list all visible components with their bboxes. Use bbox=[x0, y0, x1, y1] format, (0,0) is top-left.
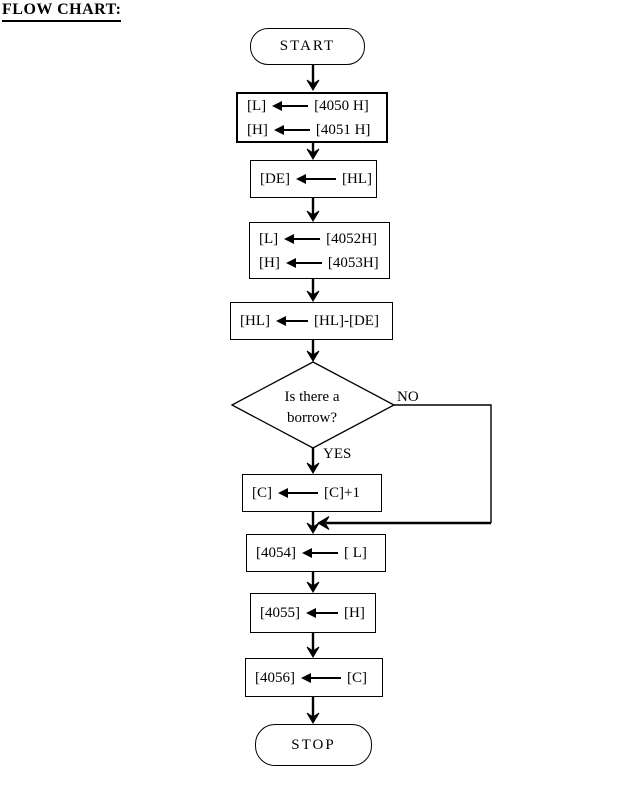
assignment-row: [DE] [HL] bbox=[260, 167, 376, 191]
arrow-de-to-load2 bbox=[306, 198, 320, 222]
operand-dest: [L] bbox=[247, 97, 267, 114]
assignment-row: [4054] [ L] bbox=[256, 541, 385, 565]
assignment-row: [4055] [H] bbox=[260, 601, 375, 625]
decision-question: Is there a borrow? bbox=[232, 387, 392, 429]
assignment-row: [L] [4052H] bbox=[259, 227, 389, 251]
stop-label: STOP bbox=[291, 736, 336, 753]
arrow-yes-to-increment bbox=[306, 448, 320, 474]
left-arrow-icon bbox=[285, 257, 322, 268]
assignment-row: [L] [4050 H] bbox=[247, 94, 386, 118]
process-box-de-from-hl: [DE] [HL] bbox=[250, 160, 377, 198]
left-arrow-icon bbox=[278, 488, 318, 498]
operand-src: [H] bbox=[344, 605, 365, 621]
operand-src: [4053H] bbox=[327, 254, 379, 271]
operand-dest: [H] bbox=[259, 254, 280, 271]
start-terminal: START bbox=[250, 28, 365, 65]
left-arrow-icon bbox=[296, 174, 336, 184]
yes-branch-label: YES bbox=[323, 446, 352, 462]
operand-dest: [4055] bbox=[260, 605, 300, 621]
arrow-load1-to-de bbox=[306, 143, 320, 160]
no-branch-label: NO bbox=[397, 389, 419, 405]
process-box-store-4056: [4056] [C] bbox=[245, 658, 383, 697]
operand-src: [4051 H] bbox=[315, 121, 371, 138]
left-arrow-icon bbox=[284, 233, 321, 244]
no-branch-line bbox=[317, 404, 492, 530]
process-box-store-4054: [4054] [ L] bbox=[246, 534, 386, 572]
arrow-increment-to-store4054 bbox=[306, 512, 320, 534]
left-arrow-icon bbox=[272, 100, 309, 111]
assignment-row: [H] [4051 H] bbox=[247, 118, 386, 142]
operand-src: [C] bbox=[347, 669, 367, 686]
assignment-row: [C] [C]+1 bbox=[252, 481, 381, 505]
operand-dest: [4056] bbox=[255, 669, 295, 686]
assignment-row: [H] [4053H] bbox=[259, 251, 389, 275]
left-arrow-icon bbox=[301, 672, 341, 683]
assignment-row: [4056] [C] bbox=[255, 666, 382, 690]
process-box-load-4052-4053: [L] [4052H] [H] [4053H] bbox=[249, 222, 390, 279]
operand-dest: [4054] bbox=[256, 545, 296, 561]
decision-line2: borrow? bbox=[287, 410, 337, 426]
arrow-store4056-to-stop bbox=[306, 697, 320, 724]
left-arrow-icon bbox=[273, 124, 310, 135]
operand-dest: [C] bbox=[252, 485, 272, 501]
stop-terminal: STOP bbox=[255, 724, 372, 766]
operand-src: [ L] bbox=[344, 545, 367, 561]
process-box-subtract: [HL] [HL]-[DE] bbox=[230, 302, 393, 340]
left-arrow-icon bbox=[306, 608, 338, 618]
left-arrow-icon bbox=[276, 316, 308, 326]
operand-src: [4052H] bbox=[326, 230, 377, 247]
decision-line1: Is there a bbox=[284, 389, 340, 405]
process-box-increment-c: [C] [C]+1 bbox=[242, 474, 382, 512]
operand-src: [C]+1 bbox=[324, 485, 360, 501]
page-title: FLOW CHART: bbox=[2, 1, 122, 22]
operand-src: [HL] bbox=[342, 171, 372, 187]
operand-src: [4050 H] bbox=[314, 97, 369, 114]
operand-dest: [HL] bbox=[240, 313, 270, 329]
assignment-row: [HL] [HL]-[DE] bbox=[240, 309, 392, 333]
operand-src: [HL]-[DE] bbox=[314, 313, 379, 329]
arrow-start-to-load1 bbox=[306, 63, 320, 91]
operand-dest: [H] bbox=[247, 121, 268, 138]
arrow-sub-to-decision bbox=[306, 340, 320, 362]
left-arrow-icon bbox=[302, 548, 338, 558]
start-label: START bbox=[279, 38, 336, 54]
arrow-store4055-to-store4056 bbox=[306, 633, 320, 658]
operand-dest: [DE] bbox=[260, 171, 290, 187]
operand-dest: [L] bbox=[259, 230, 279, 247]
process-box-store-4055: [4055] [H] bbox=[250, 593, 376, 633]
arrow-store4054-to-store4055 bbox=[306, 572, 320, 593]
arrow-load2-to-sub bbox=[306, 279, 320, 302]
process-box-load-4050-4051: [L] [4050 H] [H] [4051 H] bbox=[236, 92, 388, 143]
